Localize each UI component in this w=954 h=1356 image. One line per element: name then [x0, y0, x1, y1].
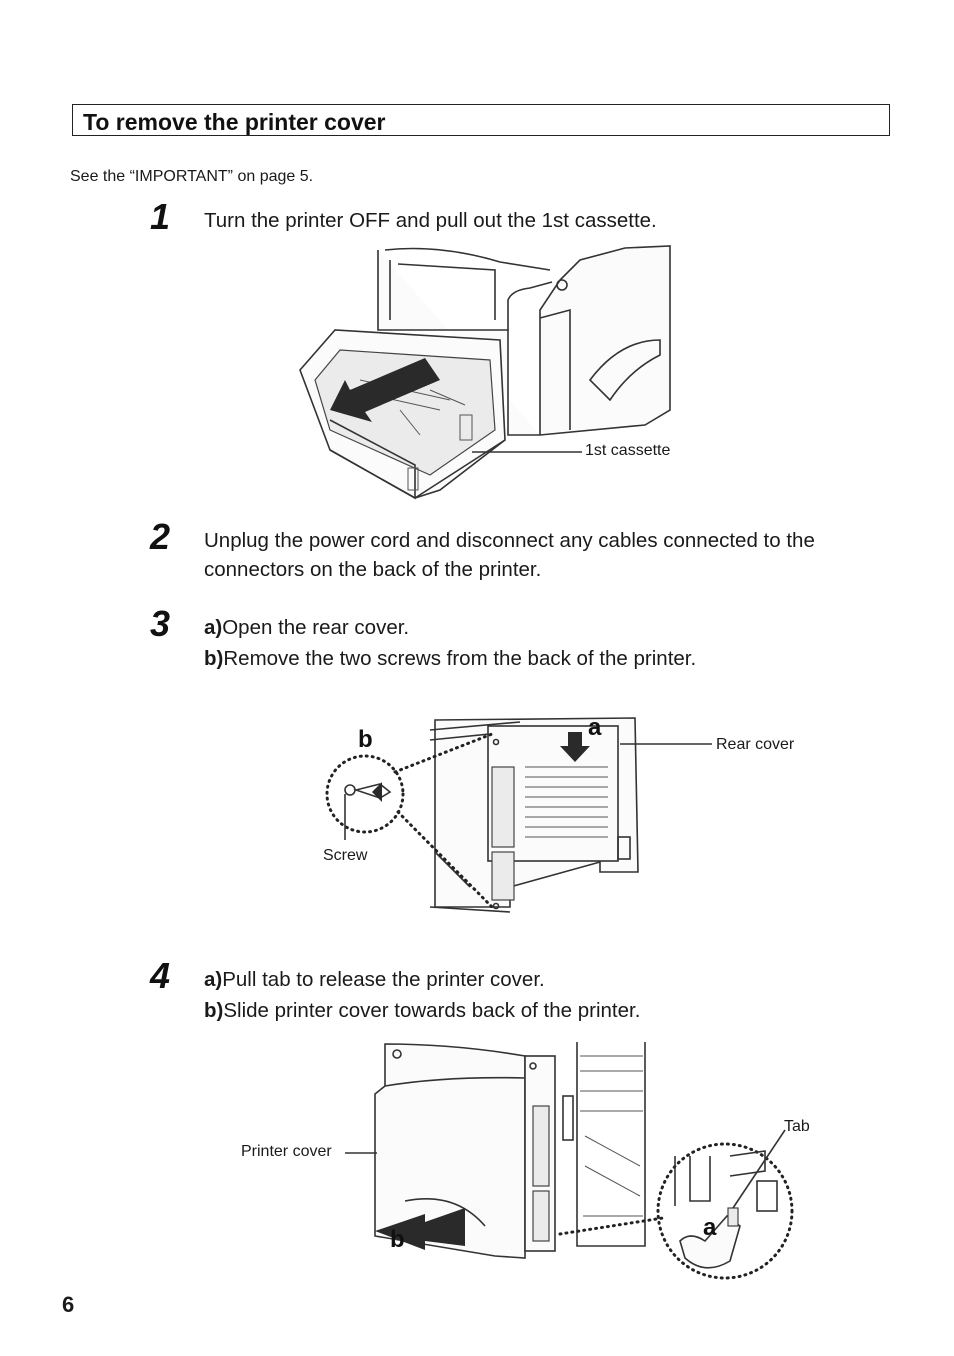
- step-3-item-a: a)Open the rear cover.: [204, 613, 409, 643]
- important-note: See the “IMPORTANT” on page 5.: [70, 168, 314, 185]
- step-3-item-a-marker: a): [204, 616, 223, 639]
- rear-cover-label: Rear cover: [716, 736, 795, 753]
- screw-magnifier: [325, 754, 405, 834]
- figure-cassette: [299, 245, 671, 500]
- step-2-text: Unplug the power cord and disconnect any…: [204, 529, 815, 581]
- cassette-label: 1st cassette: [585, 442, 671, 459]
- fig2-marker-a: a: [588, 714, 602, 741]
- tab-magnifier: [656, 1142, 794, 1280]
- section-heading-box: To remove the printer cover: [72, 104, 890, 136]
- tab-icon: [727, 1207, 739, 1227]
- screw-label: Screw: [323, 847, 368, 864]
- step-4-item-a-marker: a): [204, 968, 223, 991]
- rear-cover-arrow-icon: [560, 732, 590, 762]
- step-4-item-b: b)Slide printer cover towards back of th…: [204, 996, 640, 1026]
- fig3-marker-b: b: [390, 1226, 405, 1253]
- printer-cover-label: Printer cover: [241, 1143, 332, 1160]
- page-number: 6: [62, 1292, 75, 1317]
- step-2-number: 2: [150, 516, 171, 557]
- pull-arrow-icon: [330, 358, 440, 422]
- step-3-item-b-marker: b): [204, 647, 224, 670]
- hand-icon: [679, 1214, 741, 1269]
- step-3-item-b: b)Remove the two screws from the back of…: [204, 644, 696, 674]
- step-4-item-b-text: Slide printer cover towards back of the …: [223, 999, 641, 1022]
- tab-leader-line: [732, 1129, 786, 1209]
- step-1-number: 1: [150, 196, 171, 237]
- step-4-item-a-text: Pull tab to release the printer cover.: [222, 968, 545, 991]
- figure-rear-cover: [325, 717, 712, 913]
- connector-port: [491, 766, 515, 848]
- step-3-item-a-text: Open the rear cover.: [222, 616, 410, 639]
- fig2-marker-b: b: [358, 726, 373, 753]
- step-4-number: 4: [150, 955, 171, 996]
- step-4-item-a: a)Pull tab to release the printer cover.: [204, 965, 545, 995]
- figure-printer-cover: [345, 1042, 794, 1280]
- tab-label: Tab: [784, 1118, 810, 1135]
- screw-icon: [353, 783, 392, 799]
- section-title: To remove the printer cover: [83, 109, 386, 135]
- fig3-marker-a: a: [703, 1214, 717, 1241]
- slide-arrow-icon: [375, 1208, 465, 1250]
- step-4-item-b-marker: b): [204, 999, 224, 1022]
- step-3-number: 3: [150, 603, 171, 644]
- step-3-item-b-text: Remove the two screws from the back of t…: [223, 647, 697, 670]
- step-1-text: Turn the printer OFF and pull out the 1s…: [204, 209, 657, 232]
